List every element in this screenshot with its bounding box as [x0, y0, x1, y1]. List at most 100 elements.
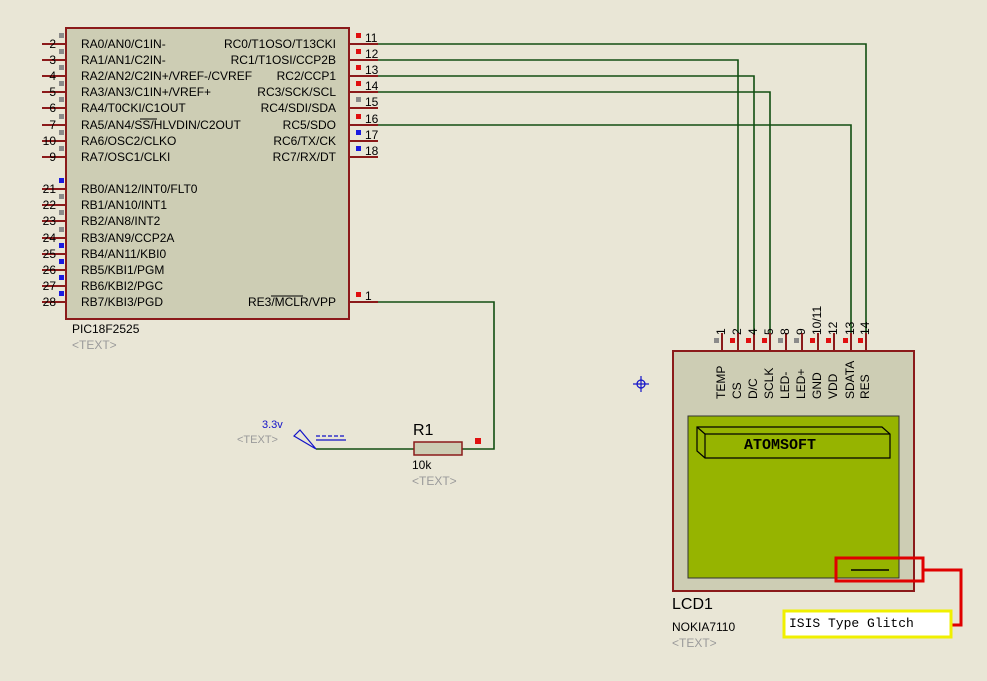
lcd-pin-lines [721, 333, 867, 351]
wire-rc3-sclk [365, 91, 771, 333]
chip-pin-number: 15 [365, 95, 379, 109]
lcd-text-placeholder: <TEXT> [672, 636, 717, 650]
resistor-r1-body[interactable] [413, 441, 463, 456]
chip-pin-number: 3 [49, 53, 56, 67]
chip-pin-number: 17 [365, 128, 379, 142]
chip-pin-label: RA2/AN2/C2IN+/VREF-/CVREF [81, 69, 253, 83]
glitch-callout-line [923, 568, 963, 627]
chip-right-pin-lines [349, 43, 378, 303]
chip-pin-number: 13 [365, 63, 379, 77]
chip-pin-label: RA4/T0CKI/C1OUT [81, 101, 186, 115]
resistor-text-placeholder: <TEXT> [412, 474, 457, 488]
chip-text-placeholder: <TEXT> [72, 338, 117, 352]
chip-pin-number: 12 [365, 47, 379, 61]
resistor-r1-pin-marker [475, 438, 481, 444]
lcd-pin-number: 12 [826, 321, 840, 335]
lcd-pin-name: SCLK [762, 367, 776, 399]
lcd-pin-name: VDD [826, 373, 840, 399]
chip-pin-number: 1 [365, 289, 372, 303]
chip-pin-label: RB2/AN8/INT2 [81, 214, 161, 228]
power-terminal-icon[interactable] [293, 429, 346, 450]
lcd-pin-name: RES [858, 374, 872, 399]
chip-pin-label: RE3/MCLR/VPP [247, 295, 336, 309]
chip-pin-number: 26 [42, 263, 56, 277]
power-voltage-label: 3.3v [262, 419, 283, 431]
chip-pin-number: 22 [42, 198, 56, 212]
lcd-pin-name: SDATA [843, 360, 857, 399]
chip-pin-number: 21 [42, 182, 56, 196]
chip-pin-number: 4 [49, 69, 56, 83]
wire-rc0-res [365, 43, 867, 333]
chip-pin-number: 5 [49, 85, 56, 99]
chip-pin-number: 18 [365, 144, 379, 158]
chip-pin-number: 24 [42, 231, 56, 245]
resistor-ref-label: R1 [413, 422, 434, 439]
lcd-pin-name: CS [730, 382, 744, 399]
lcd-pin-markers [714, 338, 863, 343]
chip-pin-number: 11 [365, 31, 378, 45]
glitch-label-box [782, 609, 953, 639]
chip-pin-label: RC1/T1OSI/CCP2B [230, 53, 336, 67]
chip-pin-label: RB7/KBI3/PGD [81, 295, 164, 309]
chip-pin-number: 6 [49, 101, 56, 115]
chip-pin-number: 10 [42, 134, 56, 148]
chip-pin-number: 27 [42, 279, 56, 293]
lcd-pin-number: 14 [858, 321, 872, 335]
chip-pin-label: RA3/AN3/C1IN+/VREF+ [81, 85, 212, 99]
lcd-pin-number: 10/11 [810, 305, 824, 335]
wire-rc1-cs [365, 59, 739, 333]
chip-pin-label: RC5/SDO [282, 118, 336, 132]
lcd-pin-number: 1 [714, 328, 728, 335]
lcd-pin-number: 2 [730, 328, 744, 335]
wire-mclr-r1 [365, 301, 495, 450]
resistor-value-label: 10k [412, 458, 432, 472]
chip-pin-number: 16 [365, 112, 379, 126]
lcd-pin-name: GND [810, 372, 824, 399]
chip-pin-number: 7 [49, 118, 56, 132]
lcd-ref-label: LCD1 [672, 596, 713, 613]
chip-pin-label: RB0/AN12/INT0/FLT0 [81, 182, 198, 196]
wire-rc2-dc [365, 75, 755, 333]
chip-pin-number: 9 [49, 150, 56, 164]
lcd-pin-number: 5 [762, 328, 776, 335]
chip-pin-label: RC2/CCP1 [276, 69, 336, 83]
glitch-annotation-text: ISIS Type Glitch [789, 616, 914, 631]
chip-pin-label: RA5/AN4/SS/HLVDIN/C2OUT [81, 118, 241, 132]
chip-pin-label: RC4/SDI/SDA [260, 101, 336, 115]
chip-pin-label: RA7/OSC1/CLKI [81, 150, 171, 164]
lcd-pin-name: TEMP [714, 365, 728, 399]
chip-pin-label: RA0/AN0/C1IN- [81, 37, 166, 51]
chip-pin-label: RB4/AN11/KBI0 [81, 247, 167, 261]
chip-pin-number: 14 [365, 79, 379, 93]
chip-part-label: PIC18F2525 [72, 322, 140, 336]
chip-pin-number: 2 [49, 37, 56, 51]
lcd-pin-name: LED- [778, 371, 792, 399]
lcd-part-label: NOKIA7110 [672, 620, 736, 634]
chip-pin-label: RB6/KBI2/PGC [81, 279, 164, 293]
chip-pin-label: RB1/AN10/INT1 [81, 198, 168, 212]
chip-right-pin-markers [356, 33, 361, 297]
chip-left-pin-lines [42, 43, 66, 303]
lcd-pin-number: 8 [778, 328, 792, 335]
chip-pin-label: RA1/AN1/C2IN- [81, 53, 166, 67]
lcd-pin-number: 13 [843, 321, 857, 335]
lcd-screen-text: ATOMSOFT [744, 437, 817, 454]
power-text-placeholder: <TEXT> [237, 434, 278, 446]
lcd-pin-name: LED+ [794, 368, 808, 399]
chip-pin-number: 28 [42, 295, 56, 309]
chip-pin-label: RC0/T1OSO/T13CKI [223, 37, 336, 51]
lcd-pin-name: D/C [746, 378, 760, 399]
lcd-title-bar [696, 426, 891, 459]
chip-pin-label: RC6/TX/CK [273, 134, 336, 148]
lcd-pin-number: 4 [746, 328, 760, 335]
wire-rc5-sdata [365, 124, 852, 333]
crosshair-icon [633, 376, 649, 392]
lcd-pin-number: 9 [794, 328, 808, 335]
chip-pin-label: RC3/SCK/SCL [257, 85, 336, 99]
chip-pin-label: RA6/OSC2/CLKO [81, 134, 177, 148]
chip-pin-label: RB5/KBI1/PGM [81, 263, 165, 277]
chip-pin-label: RC7/RX/DT [272, 150, 336, 164]
chip-pin-number: 25 [42, 247, 56, 261]
pic-chip-body[interactable] [65, 27, 350, 320]
